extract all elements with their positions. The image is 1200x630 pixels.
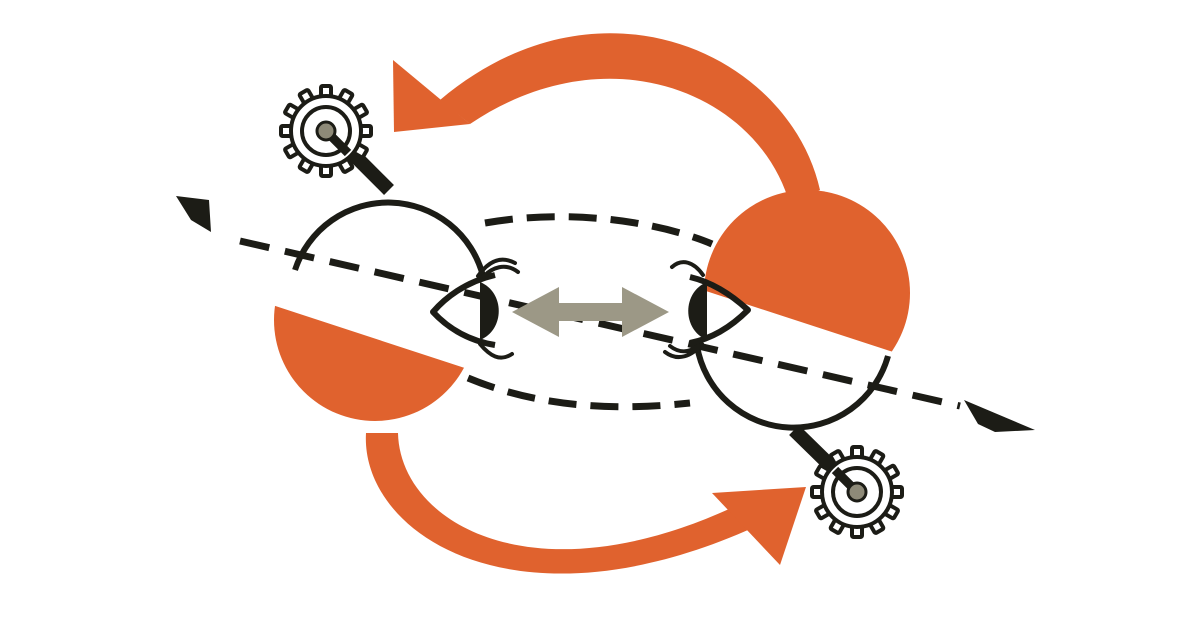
dashed-lens (466, 213, 714, 411)
right-circle (694, 190, 910, 431)
bottom-cycle-arrow (365, 433, 806, 574)
exchange-arrow (512, 287, 669, 337)
dashed-axis (176, 196, 1035, 432)
axis-end-marker (964, 400, 1035, 432)
top-cycle-arrow (393, 33, 820, 205)
top-left-gear (279, 84, 394, 195)
left-eye (430, 257, 520, 360)
axis-start-marker (176, 196, 211, 232)
left-circle (274, 199, 486, 421)
right-eye (663, 260, 751, 360)
bottom-right-gear (789, 424, 904, 539)
